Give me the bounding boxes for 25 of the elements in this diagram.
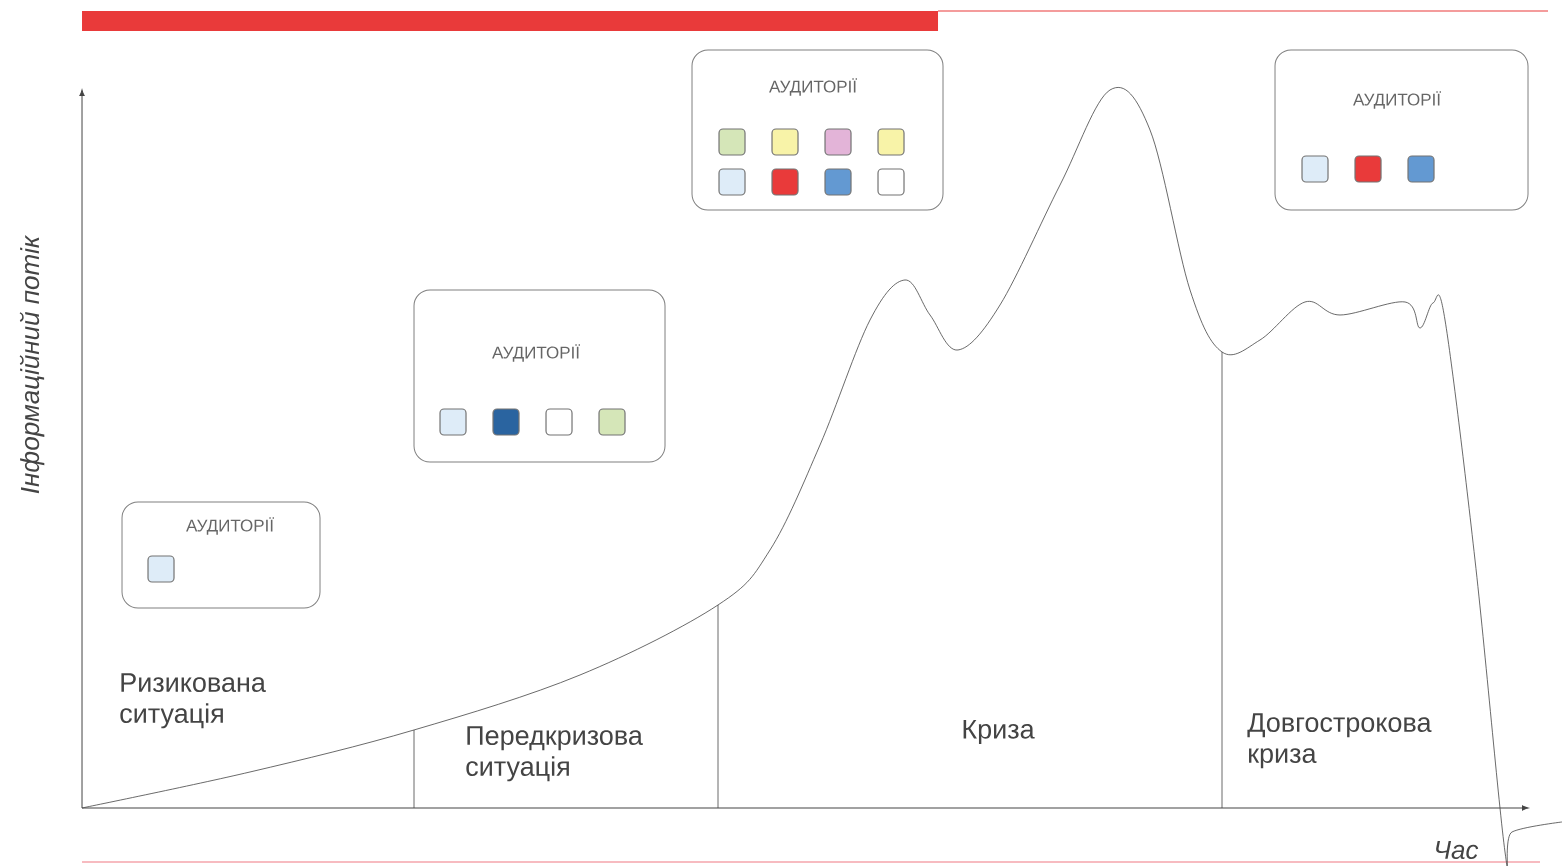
color-square [1407, 155, 1435, 183]
color-square [771, 168, 799, 196]
color-square [439, 408, 467, 436]
color-square [1301, 155, 1329, 183]
audience-box: АУДИТОРІЇ [1274, 49, 1529, 211]
color-square [598, 408, 626, 436]
color-square [1354, 155, 1382, 183]
audience-box: АУДИТОРІЇ [121, 501, 321, 609]
color-square [492, 408, 520, 436]
color-square [877, 128, 905, 156]
color-square [824, 128, 852, 156]
color-square [877, 168, 905, 196]
color-square [718, 128, 746, 156]
color-square [771, 128, 799, 156]
color-square [147, 555, 175, 583]
color-square [545, 408, 573, 436]
color-square [718, 168, 746, 196]
color-square [824, 168, 852, 196]
phase-label: Передкризова ситуація [466, 726, 643, 782]
axis-label: Інформаційний потік [19, 235, 45, 494]
audience-box: АУДИТОРІЇ [413, 289, 666, 463]
phase-label: Ризикована ситуація [120, 673, 266, 729]
phase-label: Довгострокова криза [1247, 713, 1432, 769]
axis-label: Час [1436, 840, 1479, 860]
phase-label: Криза [963, 719, 1035, 745]
